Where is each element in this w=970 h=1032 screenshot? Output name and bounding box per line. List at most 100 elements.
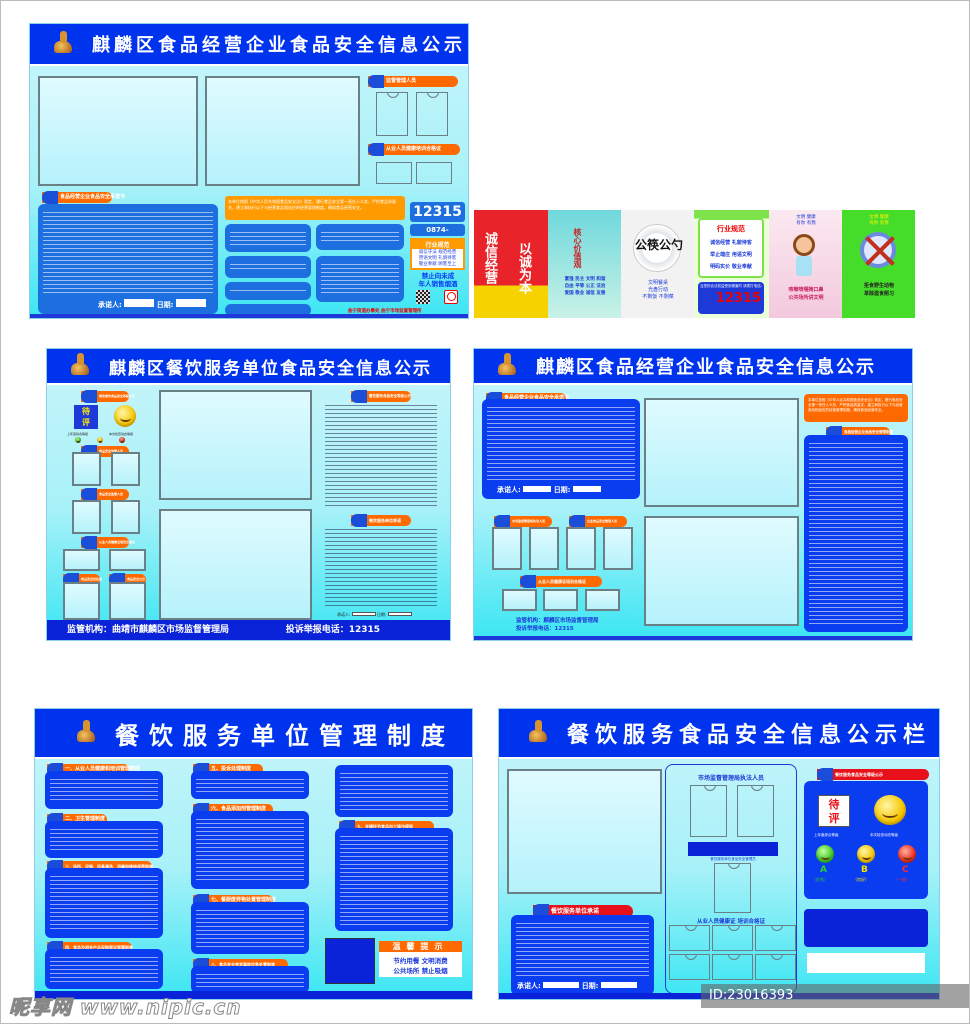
manager-name-bar bbox=[688, 842, 778, 856]
site-watermark: 昵享网 www.nipic.cn bbox=[9, 995, 242, 1020]
smiley-face-icon bbox=[114, 405, 136, 427]
intro-panel bbox=[335, 765, 453, 817]
date-field[interactable] bbox=[387, 612, 412, 616]
photo-frame-license bbox=[38, 76, 198, 186]
grade-c-icon bbox=[119, 437, 125, 444]
license-frame-2 bbox=[644, 516, 799, 626]
industry-rules-box: 行业规范 诚信守法 规范经营 用语文明 礼貌待客 敬业奉献 顾客至上 bbox=[410, 238, 465, 270]
crossed-plate-icon bbox=[860, 232, 896, 268]
rules-panel-2 bbox=[225, 256, 311, 278]
signature-field[interactable] bbox=[523, 486, 552, 492]
board4-title-bar: 餐饮服务单位管理制度 bbox=[35, 709, 472, 759]
signature-field[interactable] bbox=[543, 982, 580, 988]
board-catering-notice: 餐饮服务食品安全信息公示栏 市场监督管理局执法人员 餐饮服务单位食品安全管理员 … bbox=[498, 708, 940, 1000]
tag-promise: 餐饮服务单位承诺 bbox=[533, 904, 633, 918]
manager-photo bbox=[714, 863, 751, 913]
photo-supervisor-3 bbox=[72, 500, 101, 534]
photo-frame-5 bbox=[63, 582, 100, 620]
cert-slot-1 bbox=[669, 925, 710, 951]
board4-title: 餐饮服务单位管理制度 bbox=[115, 721, 455, 750]
poster-integrity: 诚信经营 以诚为本 bbox=[474, 210, 548, 318]
board3-footer-text: 监管机构：麒麟区市场监督管理局 投诉举报电话：12315 bbox=[516, 618, 599, 632]
tag-rating: 餐饮服务食品安全等级公示 bbox=[81, 390, 135, 403]
tag-supervisors-2: 食品安全监管人员 bbox=[81, 488, 129, 501]
tag-commitment: 食品经营企业食品安全承诺书 bbox=[42, 191, 125, 204]
board3-signature-row: 承诺人: 日期: bbox=[497, 485, 601, 495]
date-field[interactable] bbox=[572, 486, 601, 492]
photo-frame-4 bbox=[603, 527, 633, 570]
board2-signature-row: 承诺人: 日期: bbox=[337, 612, 412, 618]
board5-title-bar: 餐饮服务食品安全信息公示栏 bbox=[499, 709, 939, 759]
poster-serving-chopsticks: 公筷公勺 文明餐桌 光盘行动 不剩饭 不剩菜 bbox=[621, 210, 694, 318]
rules-panel-4 bbox=[225, 304, 311, 316]
section-7-panel bbox=[191, 902, 309, 954]
grade-b-icon bbox=[857, 845, 875, 863]
tag-regulations: 餐饮服务食品安全等级公示 bbox=[351, 390, 411, 403]
section-5-panel bbox=[191, 771, 309, 799]
board1-footer-text: 曲宁街道办事处 曲宁市场监督管理所 bbox=[348, 309, 422, 314]
photo-frame-3 bbox=[566, 527, 596, 570]
rules-panel-1 bbox=[225, 224, 311, 252]
cert-frame-1 bbox=[63, 549, 100, 571]
signature-field[interactable] bbox=[351, 612, 376, 616]
cert-slot-1 bbox=[376, 162, 412, 184]
cert-slot-2 bbox=[712, 925, 753, 951]
enforcer-photo-1 bbox=[690, 785, 727, 837]
photo-frame-permit bbox=[205, 76, 360, 186]
tag-manager: 企业食品安全管理人员 bbox=[569, 515, 627, 528]
rules-panel-5 bbox=[316, 224, 404, 250]
commitment-panel: 承诺人: 日期: bbox=[482, 399, 640, 499]
pending-rating-box: 待 评 bbox=[818, 795, 850, 827]
notice-banner: 本单位按照《中华人民共和国食品安全法》规定，履行食品安全第一责任人义务，严把食品… bbox=[804, 394, 908, 422]
promise-text bbox=[325, 529, 437, 609]
photo-frame-6 bbox=[109, 582, 146, 620]
tag-health-cert: 从业人员健康培训合格证 bbox=[368, 143, 460, 156]
date-field[interactable] bbox=[175, 299, 206, 307]
cert-frame-2 bbox=[543, 589, 578, 611]
license-frame bbox=[507, 769, 662, 894]
license-frame-2 bbox=[159, 509, 312, 620]
commitment-panel: 承诺人: 日期: bbox=[38, 204, 218, 314]
grade-b-icon bbox=[97, 437, 103, 444]
poster-no-wild-animals: 文明 健康 有你 有我 拒食野生动物 革除滥食陋习 bbox=[842, 210, 915, 318]
board-food-business-2: 麒麟区食品经营企业食品安全信息公示 食品经营企业食品安全承诺书 承诺人: 日期:… bbox=[473, 348, 913, 641]
poster-cover-mouth: 文明 健康 有你 有我 咳嗽喷嚏掩口鼻 公共场所讲文明 bbox=[769, 210, 842, 318]
board2-footer: 监管机构：曲靖市麒麟区市场监督管理局 投诉举报电话：12315 bbox=[47, 620, 450, 640]
tips-box: 温馨提示 节约用餐 文明消费 公共场所 禁止吸烟 bbox=[379, 941, 462, 977]
qilin-logo-icon bbox=[69, 353, 91, 379]
license-frame-1 bbox=[644, 398, 799, 507]
cert-frame-2 bbox=[109, 549, 146, 571]
pocket-supervisor-2 bbox=[416, 92, 448, 136]
section-2-panel bbox=[45, 821, 163, 858]
rules-panel bbox=[804, 435, 908, 632]
qilin-logo-icon bbox=[496, 353, 518, 379]
qilin-logo-icon bbox=[75, 720, 97, 746]
cert-slot-3 bbox=[755, 925, 796, 951]
tag-health-cert: 从业人员健康证培训合格证 bbox=[81, 536, 135, 549]
board-catering-management: 餐饮服务单位管理制度 一、从业人员健康和培训管理制度 二、卫生管理制度 三、场所… bbox=[34, 708, 473, 1000]
rules-panel-3 bbox=[225, 282, 311, 300]
board-food-business-1: 麒麟区食品经营企业食品安全信息公示 监督管理人员 从业人员健康培训合格证 食品经… bbox=[29, 23, 469, 319]
enforcement-panel: 市场监督管理局执法人员 餐饮服务单位食品安全管理员 从业人员健康证 培训合格证 bbox=[665, 764, 797, 994]
grade-a-icon bbox=[75, 437, 81, 444]
photo-supervisor-1 bbox=[72, 452, 101, 486]
board5-title: 餐饮服务食品安全信息公示栏 bbox=[567, 723, 932, 748]
grade-c-icon bbox=[898, 845, 916, 863]
qilin-logo-icon bbox=[527, 720, 549, 746]
child-sneezing-icon bbox=[793, 234, 815, 256]
notice-banner: 本单位按照《中华人民共和国食品安全法》规定，履行食品安全第一责任人义务，严把食品… bbox=[225, 196, 405, 220]
rules-panel-6 bbox=[316, 256, 404, 302]
qilin-logo-icon bbox=[52, 31, 74, 57]
cert-frame-3 bbox=[585, 589, 620, 611]
date-field[interactable] bbox=[600, 982, 637, 988]
poster-industry-rules: 行业规范 诚信经营 礼貌待客 举止端庄 用语文明 明码实价 敬业奉献 当您的合法… bbox=[694, 210, 769, 318]
tag-promise: 餐饮服务单位承诺 bbox=[351, 514, 411, 527]
board2-title-bar: 麒麟区餐饮服务单位食品安全信息公示 bbox=[47, 349, 450, 385]
poster-core-values: 核心价值观 富强 民主 文明 和谐 自由 平等 公正 法治 爱国 敬业 诚信 友… bbox=[548, 210, 621, 318]
tag-rating: 餐饮服务食品安全等级公示 bbox=[817, 768, 929, 781]
board1-title-bar: 麒麟区食品经营企业食品安全信息公示 bbox=[30, 24, 468, 66]
board1-title: 麒麟区食品经营企业食品安全信息公示 bbox=[92, 35, 466, 56]
signature-field[interactable] bbox=[124, 299, 155, 307]
board2-title: 麒麟区餐饮服务单位食品安全信息公示 bbox=[109, 358, 432, 379]
blank-blue-box bbox=[804, 909, 928, 947]
